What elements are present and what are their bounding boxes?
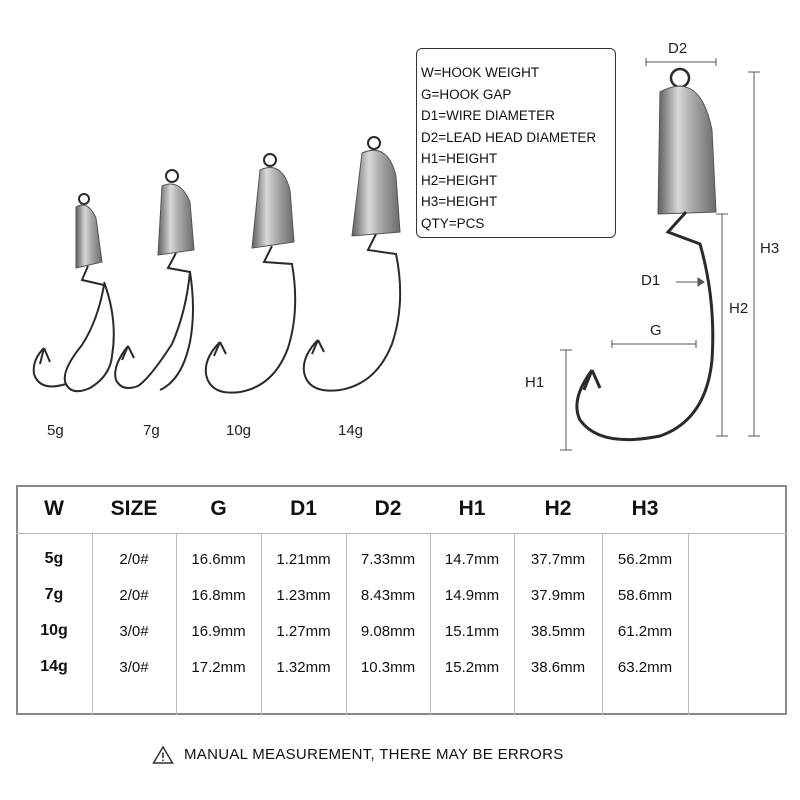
col-header-g: G — [176, 485, 261, 534]
table-header-row: W SIZE G D1 D2 H1 H2 H3 — [16, 485, 787, 534]
cell-weight: 10g — [40, 622, 68, 639]
cell-h2: 38.6mm — [530, 658, 586, 676]
cell-h1: 14.9mm — [444, 586, 500, 604]
dim-label-h1: H1 — [525, 374, 545, 391]
col-header-size: SIZE — [92, 485, 176, 534]
table-row: 10g 3/0# 16.9mm 1.27mm 9.08mm 15.1mm 38.… — [16, 613, 787, 649]
cell-g: 16.9mm — [191, 622, 246, 640]
column-divider — [688, 533, 689, 715]
column-divider — [514, 533, 515, 715]
column-divider — [176, 533, 177, 715]
col-header-blank — [688, 485, 787, 534]
cell-size: 3/0# — [119, 658, 149, 676]
cell-h3: 56.2mm — [617, 550, 673, 568]
cell-size: 2/0# — [119, 550, 149, 568]
spec-table: W SIZE G D1 D2 H1 H2 H3 5g 2/0# 16.6mm 1… — [16, 485, 787, 685]
column-divider — [261, 533, 262, 715]
cell-h2: 38.5mm — [530, 622, 586, 640]
cell-h3: 63.2mm — [617, 658, 673, 676]
hook-10g — [204, 153, 297, 394]
legend-item: D1=WIRE DIAMETER — [421, 108, 555, 123]
cell-d2: 9.08mm — [360, 622, 416, 640]
column-divider — [346, 533, 347, 715]
cell-size: 2/0# — [119, 586, 149, 604]
cell-d2: 8.43mm — [360, 586, 416, 604]
table-row: 5g 2/0# 16.6mm 1.21mm 7.33mm 14.7mm 37.7… — [16, 534, 787, 578]
cell-weight: 7g — [44, 586, 64, 603]
dim-label-h2: H2 — [729, 300, 749, 317]
warning-icon — [152, 745, 174, 764]
hook-label-10g: 10g — [226, 422, 252, 439]
cell-g: 16.6mm — [191, 550, 246, 568]
cell-g: 16.8mm — [191, 586, 246, 604]
legend-box: W=HOOK WEIGHT G=HOOK GAP D1=WIRE DIAMETE… — [416, 48, 616, 238]
cell-h2: 37.9mm — [530, 586, 586, 604]
cell-h1: 15.2mm — [444, 658, 500, 676]
hook-label-5g: 5g — [47, 422, 64, 439]
cell-size: 3/0# — [119, 622, 149, 640]
hook-5g — [32, 193, 115, 393]
hook-diagram — [575, 67, 717, 442]
cell-g: 17.2mm — [191, 658, 246, 676]
measurement-note: MANUAL MEASUREMENT, THERE MAY BE ERRORS — [184, 746, 564, 763]
cell-weight: 14g — [40, 658, 68, 675]
legend-item: H2=HEIGHT — [421, 172, 498, 188]
col-header-d2: D2 — [346, 485, 430, 534]
legend-item: W=HOOK WEIGHT — [421, 65, 540, 80]
cell-blank — [688, 577, 787, 613]
cell-weight: 5g — [44, 550, 64, 567]
cell-h3: 61.2mm — [617, 622, 673, 640]
legend-item: H3=HEIGHT — [421, 194, 498, 209]
legend-item: H1=HEIGHT — [421, 151, 498, 166]
col-header-h3: H3 — [602, 485, 688, 534]
col-header-w: W — [16, 485, 92, 534]
dimension-lines — [560, 58, 760, 451]
dim-label-g: G — [650, 322, 662, 339]
cell-d2: 10.3mm — [360, 658, 416, 676]
cell-h2: 37.7mm — [530, 550, 586, 568]
cell-h3: 58.6mm — [617, 586, 673, 604]
table-row: 7g 2/0# 16.8mm 1.23mm 8.43mm 14.9mm 37.9… — [16, 577, 787, 613]
legend-item: G=HOOK GAP — [421, 86, 512, 102]
cell-d1: 1.23mm — [276, 586, 331, 604]
col-header-h2: H2 — [514, 485, 602, 534]
hook-14g — [302, 136, 402, 392]
dim-label-d2: D2 — [668, 40, 688, 57]
cell-d1: 1.32mm — [276, 658, 331, 676]
hook-label-14g: 14g — [338, 422, 364, 439]
hook-label-7g: 7g — [143, 422, 160, 439]
cell-h1: 14.7mm — [444, 550, 500, 568]
dim-label-h3: H3 — [760, 240, 780, 257]
table-row: 14g 3/0# 17.2mm 1.32mm 10.3mm 15.2mm 38.… — [16, 649, 787, 685]
column-divider — [430, 533, 431, 715]
column-divider — [602, 533, 603, 715]
cell-blank — [688, 613, 787, 649]
cell-blank — [688, 649, 787, 685]
cell-d2: 7.33mm — [360, 550, 416, 568]
dim-label-d1: D1 — [641, 272, 661, 289]
hook-7g — [114, 169, 195, 391]
col-header-d1: D1 — [261, 485, 346, 534]
cell-h1: 15.1mm — [444, 622, 500, 640]
cell-d1: 1.27mm — [276, 622, 331, 640]
cell-blank — [688, 534, 787, 578]
column-divider — [92, 533, 93, 715]
cell-d1: 1.21mm — [276, 550, 331, 568]
legend-item: QTY=PCS — [421, 215, 485, 231]
col-header-h1: H1 — [430, 485, 514, 534]
legend-item: D2=LEAD HEAD DIAMETER — [421, 129, 597, 145]
